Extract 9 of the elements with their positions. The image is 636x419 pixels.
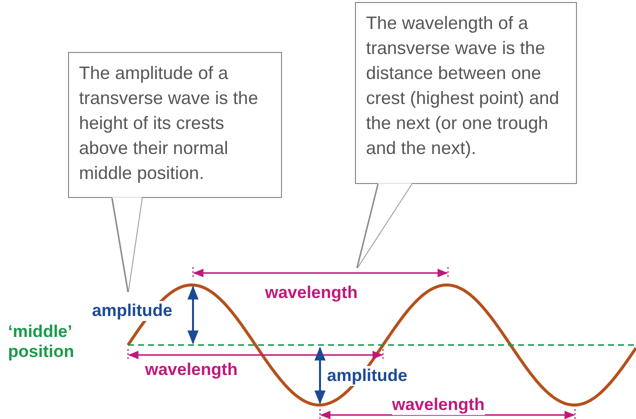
callout-bubble — [355, 2, 577, 184]
wavelength-label: wavelength — [145, 360, 238, 380]
callout-bubble — [68, 52, 282, 198]
wavelength-label: wavelength — [265, 283, 358, 303]
wavelength-label: wavelength — [392, 395, 485, 415]
amplitude-label: amplitude — [92, 301, 172, 321]
amplitude-label: amplitude — [327, 366, 408, 386]
callout-text: The amplitude of a transverse wave is the height of its crests above their normal middle position. — [79, 62, 260, 185]
callout-text: The wavelength of a transverse wave is the distance between one crest (highest point) and the next (or one trough and the next). — [366, 12, 560, 160]
